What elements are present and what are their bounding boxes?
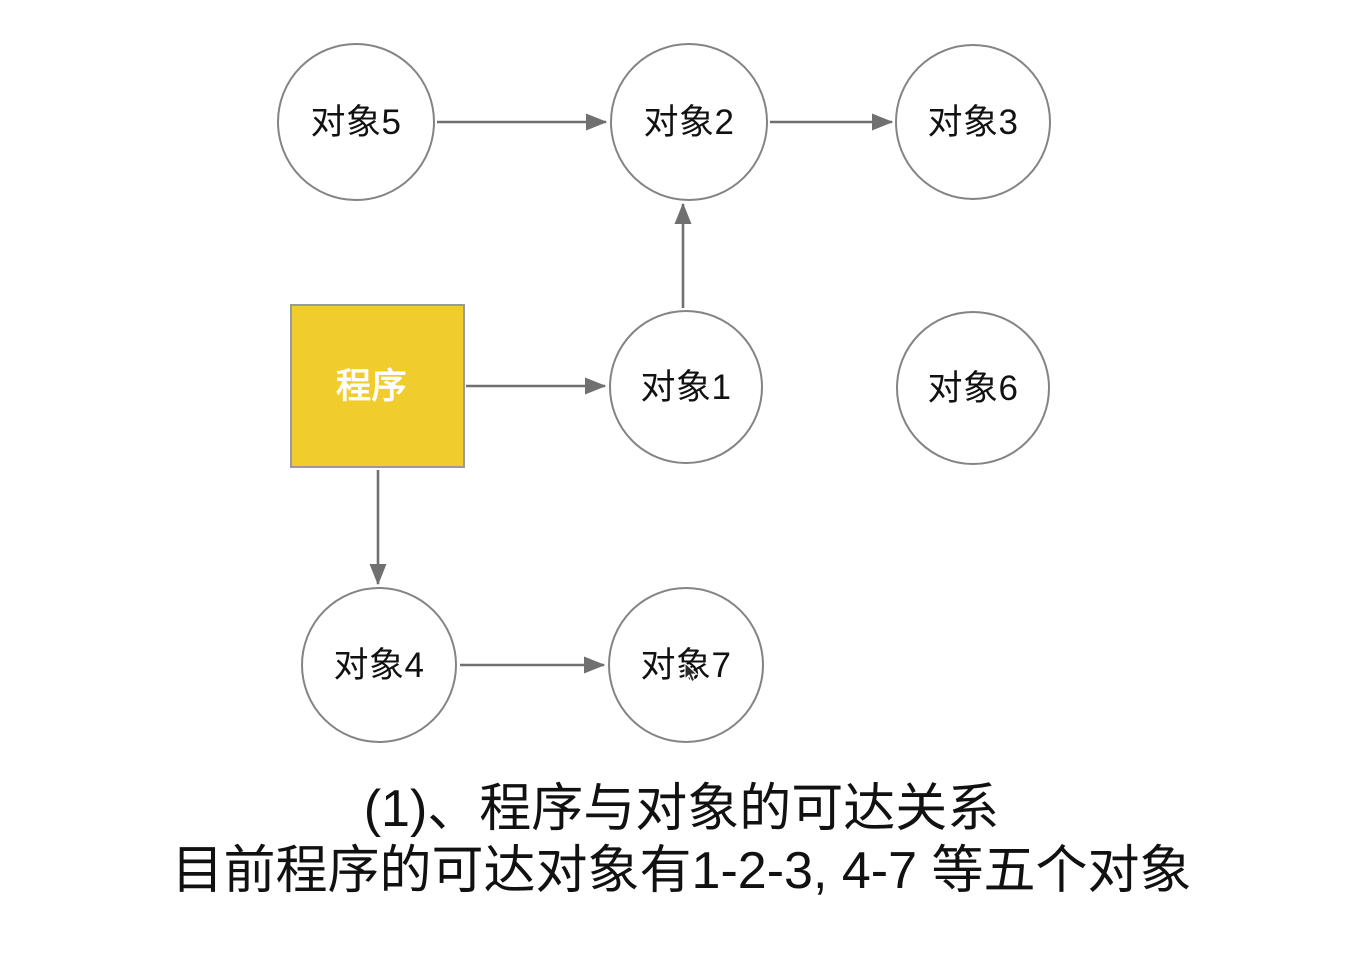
- caption-block: (1)、程序与对象的可达关系 目前程序的可达对象有1-2-3, 4-7 等五个对…: [0, 778, 1363, 903]
- node-obj4-label: 对象4: [333, 645, 425, 685]
- node-obj7-label: 对象7: [640, 645, 732, 685]
- node-obj5[interactable]: 对象5: [277, 43, 435, 201]
- node-program-root[interactable]: 程序: [290, 304, 465, 468]
- node-obj3[interactable]: 对象3: [895, 44, 1051, 200]
- caption-line-2: 目前程序的可达对象有1-2-3, 4-7 等五个对象: [171, 842, 1192, 901]
- node-program-label: 程序: [335, 366, 407, 406]
- caption-line-1: (1)、程序与对象的可达关系: [363, 780, 1000, 838]
- node-obj1-label: 对象1: [640, 367, 732, 407]
- node-obj2-label: 对象2: [643, 102, 735, 142]
- node-obj5-label: 对象5: [310, 102, 402, 142]
- node-obj6[interactable]: 对象6: [896, 311, 1050, 465]
- node-obj7[interactable]: 对象7: [608, 587, 764, 743]
- node-obj3-label: 对象3: [927, 102, 1019, 142]
- node-obj1[interactable]: 对象1: [609, 310, 763, 464]
- node-obj4[interactable]: 对象4: [301, 587, 457, 743]
- node-obj2[interactable]: 对象2: [610, 43, 768, 201]
- node-obj6-label: 对象6: [927, 368, 1019, 408]
